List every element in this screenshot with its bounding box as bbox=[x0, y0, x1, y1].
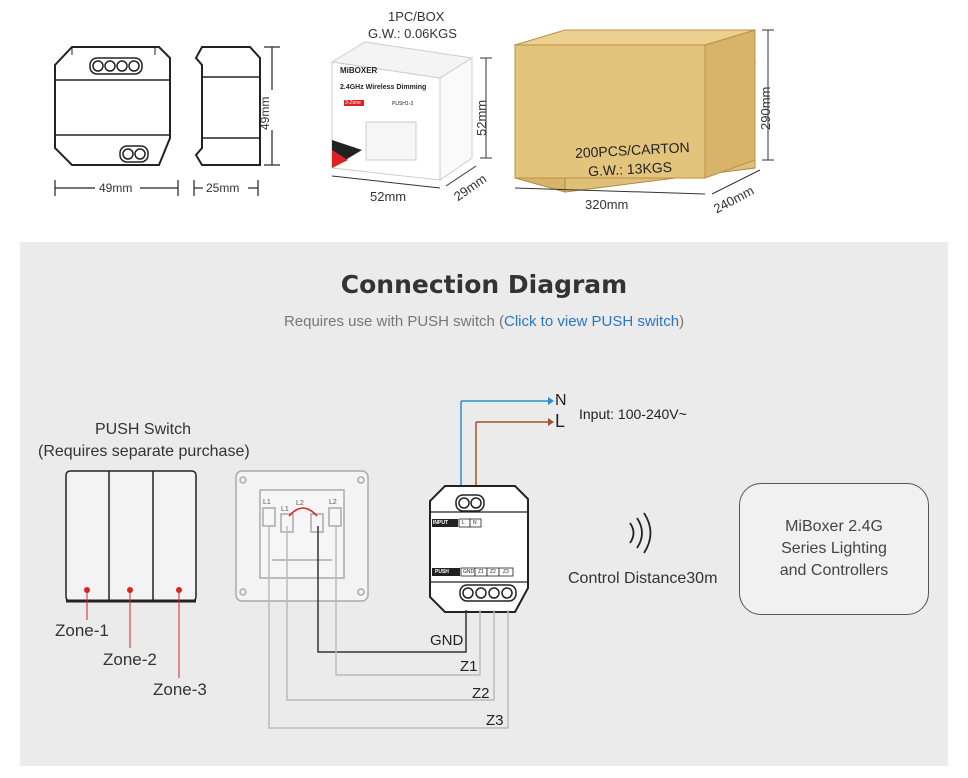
switch-terminal-l2-inner: L2 bbox=[296, 500, 304, 507]
module-z2-label: Z2 bbox=[490, 569, 496, 575]
push-switch-panel bbox=[65, 470, 197, 678]
carton-width-label: 320mm bbox=[585, 197, 629, 212]
box-product: 2.4GHz Wireless Dimming bbox=[340, 84, 427, 91]
subtitle-prefix: Requires use with PUSH switch ( bbox=[283, 313, 505, 330]
control-distance-label: Control Distance30m bbox=[568, 570, 718, 587]
module-push-label: PUSH bbox=[435, 569, 449, 575]
wire-z2-label: Z2 bbox=[472, 685, 490, 702]
box-quantity-label: 1PC/BOX bbox=[388, 9, 445, 24]
box-weight-label: G.W.: 0.06KGS bbox=[368, 26, 457, 41]
module-z3-label: Z3 bbox=[503, 569, 509, 575]
box-zone: 3-Zone bbox=[345, 100, 361, 106]
module-input-label: INPUT bbox=[433, 520, 448, 526]
subtitle-suffix: ) bbox=[679, 313, 685, 330]
carton-top-face bbox=[514, 29, 756, 46]
dimension-drawings bbox=[54, 29, 774, 196]
push-dimmer-module bbox=[429, 485, 529, 613]
module-gnd-label: GND bbox=[463, 569, 475, 575]
module-n-label: N bbox=[473, 520, 477, 526]
box-width-label: 52mm bbox=[370, 189, 407, 204]
module-l-label: L bbox=[462, 520, 465, 526]
wire-z3-label: Z3 bbox=[486, 712, 504, 729]
module-switch-wires bbox=[268, 526, 509, 729]
zone-1-label: Zone-1 bbox=[55, 621, 109, 640]
wireless-signal-icon bbox=[629, 512, 652, 554]
terminal-n-label: N bbox=[555, 392, 567, 409]
box-brand: MiBOXER bbox=[340, 66, 378, 75]
push-switch-note: (Requires separate purchase) bbox=[38, 443, 250, 460]
box-dimension-lines bbox=[331, 57, 492, 189]
zone-3-label: Zone-3 bbox=[153, 680, 207, 699]
diagram-title: Connection Diagram bbox=[340, 270, 628, 299]
terminal-l-label: L bbox=[555, 411, 566, 431]
module-side-view bbox=[194, 46, 261, 166]
carton-dimension-lines bbox=[514, 29, 774, 195]
diagram-subtitle: Requires use with PUSH switch (Click to … bbox=[0, 313, 968, 330]
push-switch-title: PUSH Switch bbox=[95, 421, 192, 438]
zone-2-label: Zone-2 bbox=[103, 650, 157, 669]
box-model: PUSH1-3 bbox=[392, 101, 414, 107]
controller-compat-box: MiBoxer 2.4G Series Lighting and Control… bbox=[739, 483, 929, 615]
switch-terminal-l2-outer: L2 bbox=[329, 499, 337, 506]
neutral-arrow bbox=[548, 397, 554, 405]
controller-compat-text: MiBoxer 2.4G Series Lighting and Control… bbox=[779, 518, 889, 579]
switch-back-plate bbox=[235, 470, 369, 602]
live-arrow bbox=[548, 418, 554, 426]
switch-terminal-l1-outer: L1 bbox=[263, 499, 271, 506]
input-voltage-label: Input: 100-240V~ bbox=[579, 406, 687, 422]
module-z1-label: Z1 bbox=[478, 569, 484, 575]
wire-gnd-label: GND bbox=[430, 632, 464, 649]
module-front-view bbox=[54, 46, 171, 166]
push-switch-link[interactable]: Click to view PUSH switch bbox=[504, 313, 680, 330]
switch-terminal-l1-inner: L1 bbox=[281, 506, 289, 513]
module-width-label: 49mm bbox=[99, 181, 133, 195]
module-depth-label: 25mm bbox=[206, 181, 240, 195]
retail-box bbox=[330, 41, 474, 181]
module-dimension-lines bbox=[54, 46, 280, 196]
wire-z1-label: Z1 bbox=[460, 658, 478, 675]
